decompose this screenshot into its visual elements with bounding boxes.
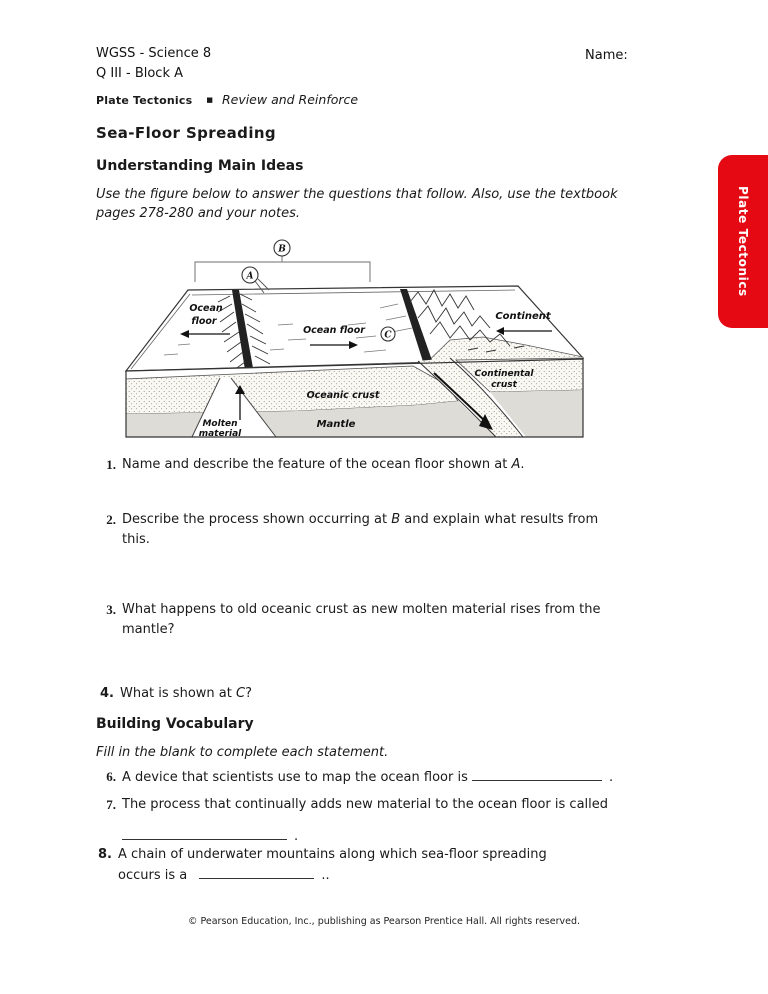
question-number: 8. [98,847,112,862]
name-label: Name: [585,48,628,63]
question-3: 3. What happens to old oceanic crust as … [100,600,627,640]
label-b-circle [273,239,291,257]
mantle-label: Mantle [317,419,356,430]
label-b: B [277,245,286,255]
question-text: Name and describe the feature of the oce… [122,457,525,472]
mantle-layer-right [490,390,583,437]
question-text: What is shown at C? [120,686,252,701]
answer-blank [122,826,287,840]
vocabulary-instructions: Fill in the blank to complete each state… [96,745,389,760]
block-line: Q III - Block A [96,66,184,81]
subducting-slab [417,357,524,438]
tab-label: Plate Tectonics [736,186,750,297]
answer-blank [472,767,602,781]
question-text: The process that continually adds new ma… [122,795,627,847]
square-bullet-icon: ■ [206,96,213,104]
copyright-footer: © Pearson Education, Inc., publishing as… [187,916,581,927]
question-text: A device that scientists use to map the … [122,767,627,788]
course-line: WGSS - Science 8 [96,46,212,61]
question-8: 8. A chain of underwater mountains along… [96,845,588,886]
question-number: 6. [106,769,116,784]
question-text: A chain of underwater mountains along wh… [118,847,547,883]
page-title: Sea-Floor Spreading [96,124,277,142]
question-6: 6. A device that scientists use to map t… [100,767,627,788]
question-2: 2. Describe the process shown occurring … [100,510,627,550]
question-number: 7. [106,797,116,812]
mid-ocean-ridge [217,290,271,371]
sea-floor-spreading-diagram: B A C Ocean floor Ocean floor Continent … [124,239,585,439]
unit-label: Plate Tectonics [96,94,193,107]
main-ideas-instructions: Use the figure below to answer the quest… [96,187,618,221]
section-heading-vocabulary: Building Vocabulary [96,716,254,732]
bracket-b [194,261,371,282]
continent-label: Continent [495,311,552,322]
ocean-floor-mid-label: Ocean floor [303,325,366,336]
ocean-floor-left-label-1: Ocean [189,303,223,314]
question-7: 7. The process that continually adds new… [100,795,627,847]
trench-and-mountains [400,289,525,368]
callouts: B A C [194,239,396,342]
label-a-circle [241,266,259,284]
subduction-arrow [433,372,488,424]
continental-crust-label-1: Continental [475,369,535,379]
question-number: 3. [106,602,116,617]
question-number: 1. [106,457,116,472]
worksheet-header: WGSS - Science 8 Q III - Block A [96,44,211,84]
oceanic-crust-label: Oceanic crust [307,390,380,401]
molten-material-label-1: Molten [202,419,237,429]
molten-material-column [191,377,277,438]
block-front-face [125,357,584,438]
ocean-floor-left-label-2: floor [191,316,218,327]
question-text: What happens to old oceanic crust as new… [122,602,601,637]
section-heading-main-ideas: Understanding Main Ideas [96,158,304,174]
question-number: 4. [100,686,114,701]
answer-blank [199,865,315,879]
molten-material-label-2: material [199,429,242,439]
figure-labels: Ocean floor Ocean floor Continent Contin… [180,303,552,439]
label-c-circle [380,326,396,342]
question-number: 2. [106,512,116,527]
answer-line: . [122,826,627,847]
question-4: 4. What is shown at C? [98,684,625,704]
plate-tectonics-tab: Plate Tectonics [718,155,768,328]
strand-line: Plate Tectonics ■ Review and Reinforce [96,92,358,107]
label-c: C [384,331,392,341]
doc-type-label: Review and Reinforce [221,92,359,107]
question-1: 1. Name and describe the feature of the … [100,455,627,475]
label-a: A [246,272,254,282]
question-text: Describe the process shown occurring at … [122,512,599,547]
continental-crust-label-2: crust [491,380,518,390]
